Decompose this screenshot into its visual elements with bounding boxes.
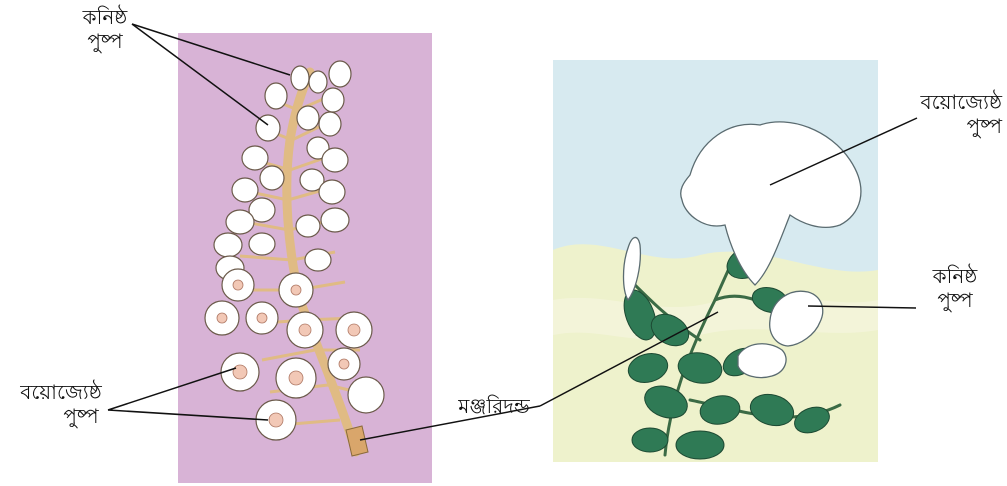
label-youngest-flowers-left: কনিষ্ঠ পুষ্প xyxy=(60,5,150,53)
label-oldest-flower-right: বয়োজ্যেষ্ঠ পুষ্প xyxy=(880,90,1002,138)
label-oldest-flower-right-line1: বয়োজ্যেষ্ঠ xyxy=(880,90,1002,114)
label-oldest-flowers-left: বয়োজ্যেষ্ঠ পুষ্প xyxy=(2,380,120,428)
label-youngest-flowers-left-line1: কনিষ্ঠ xyxy=(60,5,150,29)
label-youngest-flowers-left-line2: পুষ্প xyxy=(60,29,150,53)
label-oldest-flowers-left-line2: পুষ্প xyxy=(2,404,120,428)
label-oldest-flower-right-line2: পুষ্প xyxy=(880,114,1002,138)
label-youngest-flower-right-line1: কনিষ্ঠ xyxy=(912,264,998,288)
right-panel-ground xyxy=(553,244,878,462)
label-youngest-flower-right-line2: পুষ্প xyxy=(912,288,998,312)
label-rachis: মঞ্জরিদন্ড xyxy=(444,394,544,418)
right-illustration xyxy=(553,60,878,462)
label-youngest-flower-right: কনিষ্ঠ পুষ্প xyxy=(912,264,998,312)
left-illustration xyxy=(178,33,432,483)
label-rachis-text: মঞ্জরিদন্ড xyxy=(458,394,529,418)
right-half-open-flower xyxy=(738,344,786,378)
label-oldest-flowers-left-line1: বয়োজ্যেষ্ঠ xyxy=(2,380,120,404)
